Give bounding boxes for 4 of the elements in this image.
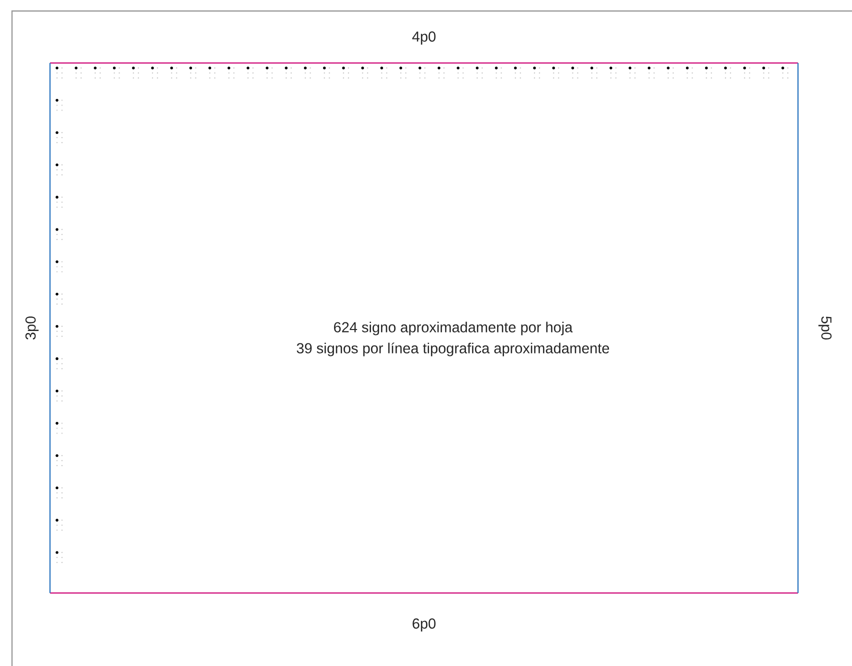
dimension-label: 5p0 [818,316,832,340]
sheet-outline: 624 signo aproximadamente por hoja 39 signos por línea tipografica aproximadamente [49,62,799,594]
dimension-label: 4p0 [412,31,436,45]
dimension-label: 6p0 [412,618,436,632]
